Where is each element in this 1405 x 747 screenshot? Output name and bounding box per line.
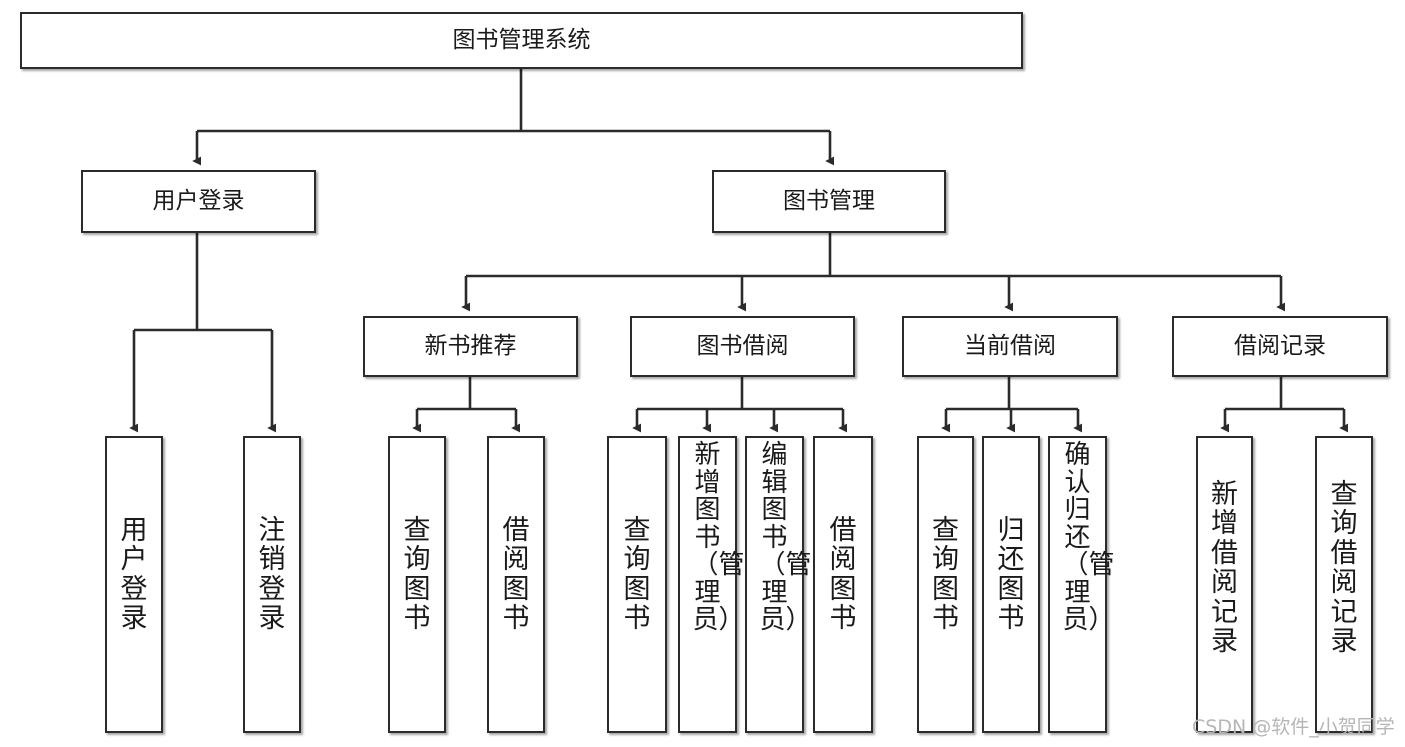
node-label: 查询图书: [623, 515, 651, 635]
node-label: 借阅图书: [829, 515, 857, 635]
node-label: 图书借阅: [696, 333, 789, 359]
leaf-add-borrow-record[interactable]: 新增借阅记录: [1196, 436, 1253, 733]
node-label: 当前借阅: [964, 333, 1056, 359]
node-book-management[interactable]: 图书管理: [712, 170, 946, 233]
leaf-add-book-admin[interactable]: 新增图书（管理员）: [678, 436, 745, 733]
node-label: 借阅记录: [1234, 333, 1326, 359]
node-label: 编辑图书（管理员）: [759, 440, 812, 636]
node-current-borrow[interactable]: 当前借阅: [902, 316, 1118, 377]
node-label: 确认归还（管理员）: [1062, 440, 1115, 636]
leaf-query-book-recommend[interactable]: 查询图书: [388, 436, 446, 733]
node-new-book-recommend[interactable]: 新书推荐: [363, 316, 578, 377]
node-label: 用户登录: [152, 188, 245, 214]
node-label: 图书管理系统: [452, 27, 591, 53]
leaf-borrow-book[interactable]: 借阅图书: [813, 436, 873, 733]
node-label: 用户登录: [120, 515, 148, 635]
leaf-return-book[interactable]: 归还图书: [982, 436, 1040, 733]
node-label: 查询图书: [403, 515, 431, 635]
node-label: 注销登录: [258, 515, 286, 635]
node-label: 新增借阅记录: [1211, 479, 1238, 658]
leaf-confirm-return-admin[interactable]: 确认归还（管理员）: [1048, 436, 1115, 733]
csdn-watermark: CSDN @软件_小贺同学: [1192, 716, 1395, 738]
node-label: 归还图书: [997, 515, 1025, 635]
leaf-edit-book-admin[interactable]: 编辑图书（管理员）: [745, 436, 812, 733]
leaf-user-login[interactable]: 用户登录: [105, 436, 163, 733]
leaf-query-book-borrow[interactable]: 查询图书: [607, 436, 667, 733]
leaf-logout-login[interactable]: 注销登录: [243, 436, 301, 733]
node-book-borrow[interactable]: 图书借阅: [630, 316, 855, 377]
leaf-query-borrow-record[interactable]: 查询借阅记录: [1315, 436, 1373, 733]
node-label: 新增图书（管理员）: [692, 440, 745, 636]
node-label: 查询借阅记录: [1330, 479, 1358, 658]
node-user-login[interactable]: 用户登录: [81, 170, 316, 233]
node-label: 图书管理: [783, 188, 875, 214]
node-label: 借阅图书: [502, 515, 530, 635]
node-label: 新书推荐: [424, 333, 517, 359]
node-label: 查询图书: [932, 515, 959, 635]
leaf-query-book-current[interactable]: 查询图书: [917, 436, 974, 733]
node-root-book-management-system[interactable]: 图书管理系统: [20, 12, 1023, 69]
leaf-borrow-book-recommend[interactable]: 借阅图书: [487, 436, 545, 733]
node-borrow-record[interactable]: 借阅记录: [1172, 316, 1388, 377]
